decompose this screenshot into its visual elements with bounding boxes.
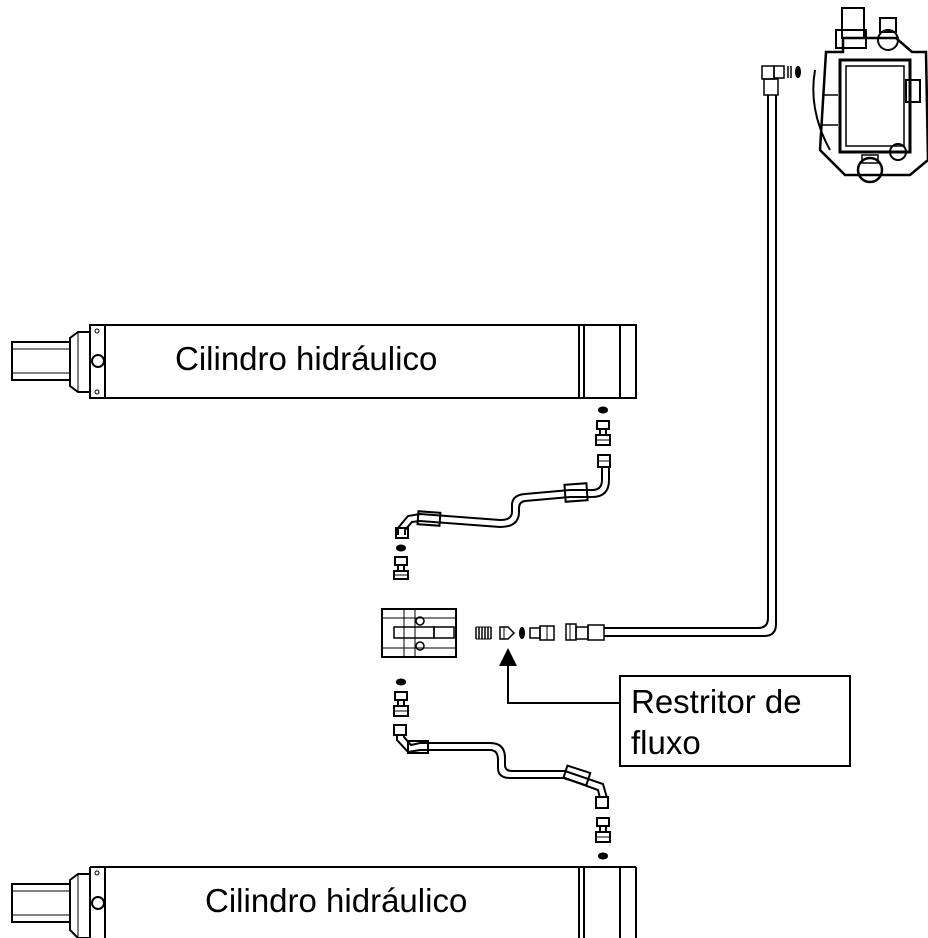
- flow-restrictor-label: Restritor de fluxo: [631, 683, 802, 761]
- hose-lower: [393, 724, 609, 809]
- restrictor-pointer-arrow: [499, 648, 619, 704]
- hydraulic-pump: [812, 7, 928, 184]
- flow-restrictor-parts: [475, 623, 605, 641]
- hydraulic-cylinder-bottom: [11, 866, 637, 938]
- cylinder-bottom-label: Cilindro hidráulico: [205, 882, 468, 919]
- spring-icon: [475, 626, 492, 640]
- flow-restrictor-callout: Restritor de fluxo: [619, 675, 851, 767]
- hose-pump: [604, 65, 801, 637]
- valve-block: [381, 608, 457, 658]
- cylinder-top-label: Cilindro hidráulico: [175, 340, 438, 377]
- fitting-stack-valve-bottom: [393, 678, 409, 717]
- fitting-stack-top: [595, 406, 611, 468]
- fitting-stack-valve-top: [393, 544, 409, 580]
- hydraulic-cylinder-top: [11, 324, 637, 399]
- fitting-stack-bottom: [595, 817, 611, 860]
- hose-upper: [395, 468, 610, 539]
